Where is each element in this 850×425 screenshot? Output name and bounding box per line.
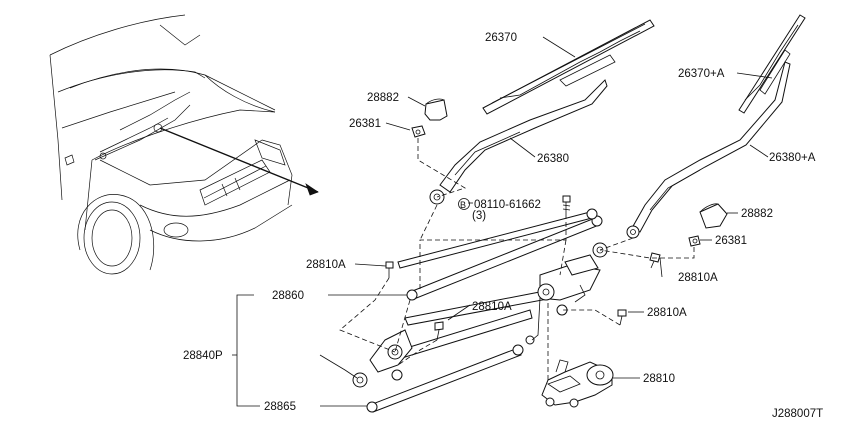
label-cap-right: 28882	[741, 208, 773, 220]
label-blade-left: 26370	[485, 32, 517, 44]
bolt-ref	[562, 195, 571, 214]
label-linkage-assy: 28840P	[183, 350, 223, 362]
bolt-ref-symbol-circle	[458, 198, 470, 210]
wiper-blade-left	[482, 19, 655, 115]
part-labels: 26370 26370+A 28882 26381 26380 26380+A …	[183, 32, 823, 420]
bolt-left	[385, 261, 394, 278]
pivot-nut-left	[411, 125, 426, 138]
label-link-upper: 28860	[272, 290, 304, 302]
bolt-right-lower	[617, 309, 627, 326]
label-bolt-right-lower: 28810A	[647, 307, 687, 319]
pivot-cap-right	[699, 203, 728, 229]
label-nut-left: 26381	[349, 118, 381, 130]
vehicle-front-illustration	[49, 14, 319, 275]
label-bolt-ref-symbol: B	[460, 200, 466, 210]
dashed-guides	[339, 138, 695, 380]
pivot-nut-right	[688, 235, 701, 247]
label-nut-right: 26381	[715, 235, 747, 247]
label-bolt-ref-code: 08110-61662	[474, 199, 541, 211]
bolt-right-upper	[649, 252, 661, 269]
label-bolt-right-upper: 28810A	[678, 272, 718, 284]
label-blade-right: 26370+A	[678, 68, 725, 80]
label-bolt-ref-qty: (3)	[472, 210, 486, 222]
leader-lines	[232, 202, 663, 407]
label-link-lower: 28865	[264, 401, 296, 413]
label-arm-right: 26380+A	[769, 152, 816, 164]
diagram-code: J288007T	[772, 408, 823, 420]
label-motor: 28810	[643, 373, 675, 385]
label-cap-left: 28882	[367, 92, 399, 104]
label-bolt-center: 28810A	[472, 301, 512, 313]
wiper-blade-right	[738, 14, 806, 114]
wiper-motor	[541, 359, 614, 408]
bolt-center	[434, 321, 444, 341]
label-arm-left: 26380	[537, 153, 569, 165]
wiper-arm-left	[429, 79, 608, 205]
label-bolt-left: 28810A	[306, 259, 346, 271]
wiper-arm-right	[626, 61, 791, 239]
pivot-cap-left	[424, 98, 448, 121]
